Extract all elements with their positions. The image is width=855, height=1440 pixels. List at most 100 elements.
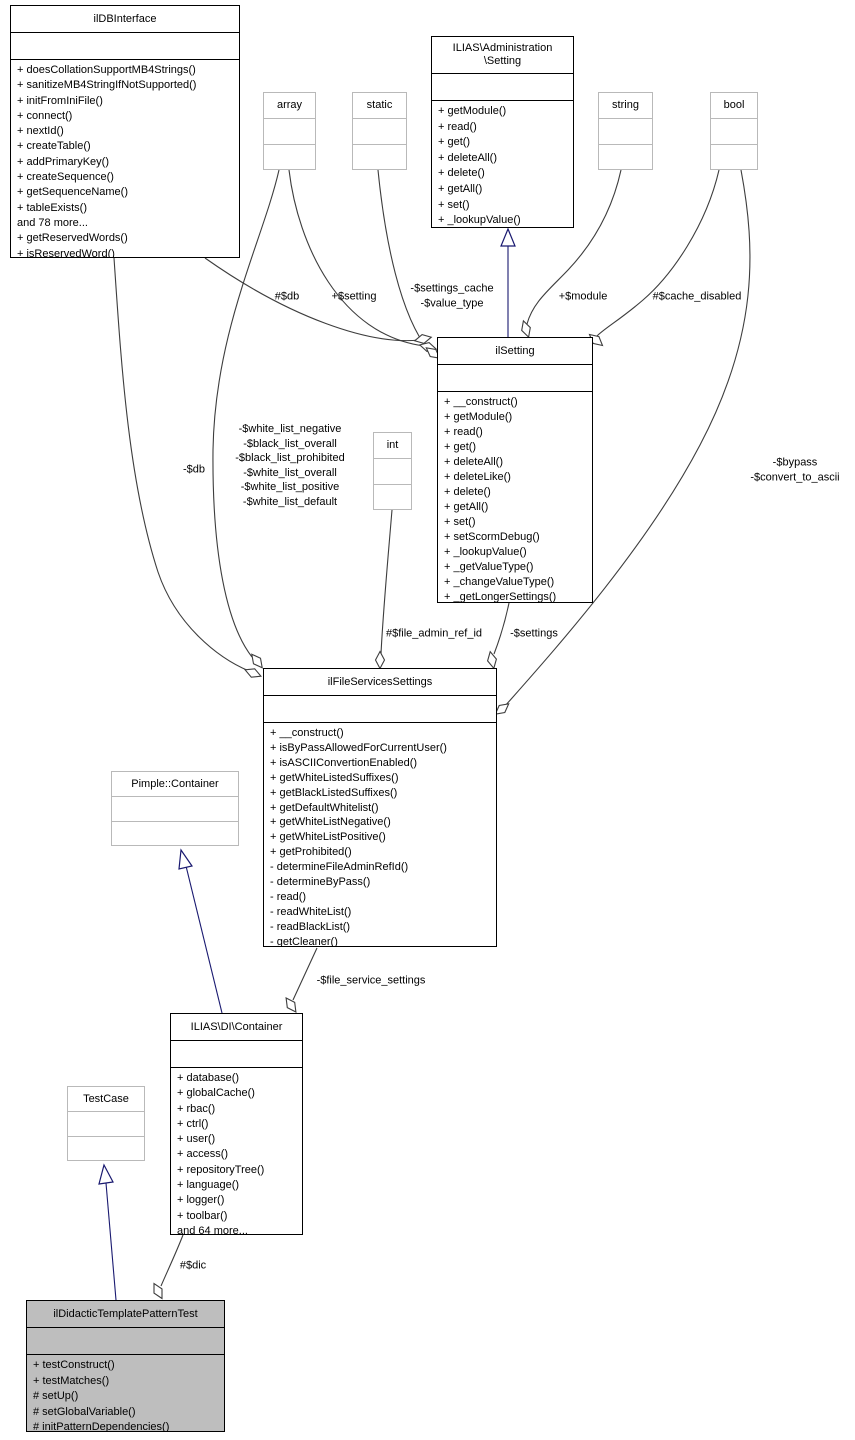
aggregation-edge [292,947,318,1001]
class-box-ILIAS_DI_Container[interactable]: ILIAS\DI\Container+ database()+ globalCa… [170,1013,303,1235]
empty-compartment [68,1137,144,1161]
class-box-ilDidacticTemplatePatternTest[interactable]: ilDidacticTemplatePatternTest + testConst… [26,1300,225,1432]
class-method: + sanitizeMB4StringIfNotSupported() [17,79,197,92]
attributes-compartment [171,1041,302,1068]
class-method: + _lookupValue() [444,546,527,558]
edge-label-line: -$white_list_default [242,496,338,509]
class-method: and 78 more... [17,216,88,229]
aggregation-edge [160,1234,184,1287]
class-title: array [264,93,315,119]
class-method: + getModule() [438,105,507,117]
empty-compartment [374,485,411,510]
class-method: + _getLongerSettings() [444,591,557,602]
class-title-line: ilFileServicesSettings [327,675,433,688]
class-box-int[interactable]: int [373,432,412,510]
class-method: + getWhiteListedSuffixes() [270,771,399,784]
class-box-string[interactable]: string [598,92,653,170]
methods-compartment: + database()+ globalCache()+ rbac()+ ctr… [171,1068,302,1234]
class-method: + doesCollationSupportMB4Strings() [17,64,196,76]
class-title-line: static [366,99,393,111]
class-method: + repositoryTree() [177,1163,265,1176]
class-method: + createTable() [17,140,91,153]
attributes-compartment [27,1328,224,1355]
edge-label-line: -$bypass [772,456,818,469]
edge-label-cache_disabled: #$cache_disabled [653,290,742,305]
methods-compartment: + testConstruct()+ testMatches()# setUp(… [27,1355,224,1431]
empty-compartment [68,1112,144,1137]
methods-compartment: + getModule()+ read()+ get()+ deleteAll(… [432,101,573,227]
aggregation-edge [504,169,751,707]
aggregation-diamond-icon [153,1282,163,1300]
aggregation-edge [377,169,430,352]
class-title: ilDidacticTemplatePatternTest [27,1301,224,1328]
class-box-ilDBInterface[interactable]: ilDBInterface + doesCollationSupportMB4St… [10,5,240,258]
aggregation-edge [596,169,720,337]
class-title: ILIAS\Administration\Setting [432,37,573,74]
class-method: + rbac() [177,1102,216,1115]
methods-compartment: + __construct()+ getModule()+ read()+ ge… [438,392,592,602]
aggregation-edge [526,169,622,325]
edge-label-line: #$db [274,290,300,303]
class-method: + setScormDebug() [444,531,540,543]
inheritance-edge [105,1182,117,1301]
class-title: ilSetting [438,338,592,365]
class-box-array[interactable]: array [263,92,316,170]
empty-compartment [112,797,238,822]
class-box-bool[interactable]: bool [710,92,758,170]
class-box-TestCase[interactable]: TestCase [67,1086,145,1161]
class-title: TestCase [68,1087,144,1112]
class-title: Pimple::Container [112,772,238,797]
edge-label-line: #$dic [179,1259,207,1272]
edge-label-file_admin_ref_id: #$file_admin_ref_id [386,627,482,642]
edge-label-dic: #$dic [180,1259,206,1274]
class-method: # initPatternDependencies() [33,1421,170,1431]
class-method: + logger() [177,1194,225,1207]
aggregation-diamond-icon [374,650,386,670]
methods-compartment: + doesCollationSupportMB4Strings() + sani… [11,60,239,257]
class-title-line: ilDBInterface [93,12,157,25]
edge-label-settings_cache: -$settings_cache -$value_type [410,281,493,310]
class-box-ilSetting[interactable]: ilSetting + __construct()+ getModule()+ r… [437,337,593,603]
class-method: + deleteAll() [438,151,498,164]
class-method: + getAll() [438,182,483,195]
class-title: ilDBInterface [11,6,239,33]
class-title-line: ilSetting [495,344,535,357]
class-method: # setUp() [33,1390,79,1403]
class-method: + read() [438,120,477,133]
aggregation-diamond-icon [244,668,262,678]
class-method: + __construct() [270,727,344,739]
class-title-line: TestCase [83,1092,129,1105]
class-method: + isASCIIConvertionEnabled() [270,756,418,769]
edge-label-line: -$settings [510,627,558,640]
class-title-line: array [276,99,303,111]
aggregation-diamond-icon [251,653,263,669]
class-method: + initFromIniFile() [17,94,103,107]
class-box-Pimple_Container[interactable]: Pimple::Container [111,771,239,846]
edge-label-line: -$value_type [420,297,484,309]
edge-label-line: -$white_list_negative [238,423,342,436]
class-method: + _lookupValue() [438,214,521,227]
class-box-ILIAS_Administration_Setting[interactable]: ILIAS\Administration\Setting + getModule(… [431,36,574,228]
empty-compartment [374,459,411,485]
class-method: - read() [270,890,307,903]
methods-compartment: + __construct()+ isByPassAllowedForCurre… [264,723,496,946]
class-method: + get() [444,441,477,453]
class-method: + user() [177,1133,216,1146]
class-box-static[interactable]: static [352,92,407,170]
empty-compartment [264,119,315,145]
class-method: + access() [177,1148,229,1161]
edge-label-line: +$module [558,290,608,303]
class-method: + language() [177,1179,240,1192]
class-method: + createSequence() [17,171,114,184]
class-method: + getProhibited() [270,846,352,859]
class-box-ilFileServicesSettings[interactable]: ilFileServicesSettings+ __construct()+ i… [263,668,497,947]
edge-label-line: -$settings_cache [410,282,494,295]
class-method: + getAll() [444,501,489,513]
class-method: + toolbar() [177,1209,228,1222]
edge-label-white_list: -$white_list_negative-$black_list_overal… [235,422,344,510]
class-method: + getModule() [444,411,513,423]
attributes-compartment [438,365,592,392]
class-method: + _getValueType() [444,561,534,573]
